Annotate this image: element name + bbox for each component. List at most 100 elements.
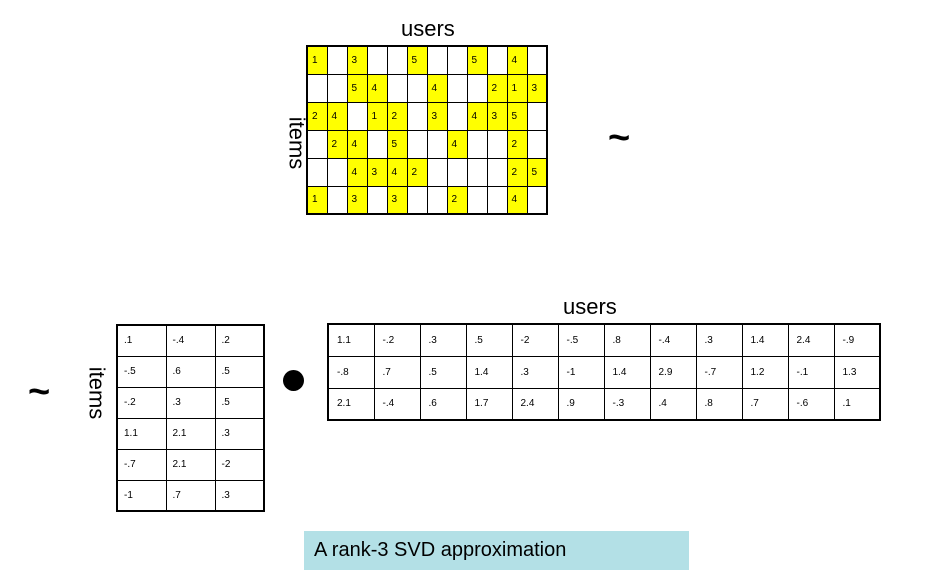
rating-cell: 2 — [306, 101, 328, 131]
items-factor-cell: .3 — [214, 417, 265, 450]
users-factor-cell: 1.1 — [327, 323, 375, 357]
rating-cell: 2 — [486, 73, 508, 103]
bottom-items-label: items — [84, 366, 110, 420]
rating-cell — [426, 45, 448, 75]
users-factor-cell: .7 — [373, 355, 421, 389]
rating-cell — [446, 101, 468, 131]
caption: A rank-3 SVD approximation — [304, 531, 689, 570]
rating-cell — [466, 185, 488, 215]
items-factor-cell: 1.1 — [116, 417, 167, 450]
approx-symbol-bottom: ~ — [28, 371, 51, 413]
users-factor-cell: 1.4 — [741, 323, 789, 357]
users-factor-cell: .8 — [695, 387, 743, 421]
rating-cell — [306, 157, 328, 187]
items-factor-cell: -.5 — [116, 355, 167, 388]
users-factor-cell: .1 — [833, 387, 881, 421]
rating-cell: 4 — [346, 157, 368, 187]
users-factor-cell: -.4 — [649, 323, 697, 357]
bottom-users-label: users — [563, 294, 617, 319]
items-factor-row: .1-.4.2 — [116, 324, 265, 357]
items-factor-cell: -.7 — [116, 448, 167, 481]
rating-cell — [326, 45, 348, 75]
rating-cell — [366, 129, 388, 159]
rating-cell — [446, 73, 468, 103]
users-factor-cell: .5 — [419, 355, 467, 389]
rating-cell — [326, 73, 348, 103]
users-factor-cell: -1 — [557, 355, 605, 389]
rating-cell: 5 — [466, 45, 488, 75]
rating-cell: 1 — [306, 185, 328, 215]
users-factor-cell: .6 — [419, 387, 467, 421]
approx-symbol-top: ~ — [608, 117, 631, 159]
rating-cell — [466, 129, 488, 159]
users-factor-cell: 1.4 — [603, 355, 651, 389]
rating-cell — [346, 101, 368, 131]
users-factor-cell: 1.2 — [741, 355, 789, 389]
rating-cell: 1 — [506, 73, 528, 103]
items-factor-cell: .5 — [214, 355, 265, 388]
users-factor-cell: -.8 — [327, 355, 375, 389]
items-factor-cell: .1 — [116, 324, 167, 357]
items-factor-cell: -.2 — [116, 386, 167, 419]
users-factor-cell: 2.4 — [787, 323, 835, 357]
users-factor-cell: .4 — [649, 387, 697, 421]
rating-cell — [526, 101, 548, 131]
rating-cell — [426, 185, 448, 215]
users-factor-cell: -.5 — [557, 323, 605, 357]
users-factor-cell: 2.1 — [327, 387, 375, 421]
users-factor-cell: .3 — [695, 323, 743, 357]
users-factor-cell: 1.4 — [465, 355, 513, 389]
users-factor-cell: -2 — [511, 323, 559, 357]
top-users-label: users — [401, 16, 455, 41]
users-factor-cell: .9 — [557, 387, 605, 421]
rating-cell: 2 — [446, 185, 468, 215]
rating-cell — [306, 129, 328, 159]
users-factor-cell: .3 — [511, 355, 559, 389]
rating-cell — [446, 157, 468, 187]
items-factor-cell: .3 — [165, 386, 216, 419]
rating-cell: 5 — [346, 73, 368, 103]
items-factor-cell: -1 — [116, 479, 167, 512]
rating-cell — [426, 157, 448, 187]
rating-cell — [466, 157, 488, 187]
rating-cell: 1 — [306, 45, 328, 75]
rating-cell: 4 — [386, 157, 408, 187]
rating-cell — [406, 73, 428, 103]
items-factor-cell: .2 — [214, 324, 265, 357]
users-factor-cell: -.7 — [695, 355, 743, 389]
rating-cell: 5 — [506, 101, 528, 131]
users-factor-cell: 1.3 — [833, 355, 881, 389]
rating-cell: 4 — [466, 101, 488, 131]
rating-cell: 2 — [386, 101, 408, 131]
rating-cell — [446, 45, 468, 75]
rating-cell: 4 — [426, 73, 448, 103]
users-factor-cell: -.2 — [373, 323, 421, 357]
rating-cell — [486, 129, 508, 159]
users-factor-cell: -.9 — [833, 323, 881, 357]
rating-cell: 3 — [366, 157, 388, 187]
rating-cell: 5 — [386, 129, 408, 159]
rating-cell — [366, 185, 388, 215]
users-factor-cell: .7 — [741, 387, 789, 421]
rating-cell: 2 — [326, 129, 348, 159]
rating-cell: 3 — [386, 185, 408, 215]
items-factor-cell: -.4 — [165, 324, 216, 357]
rating-cell: 2 — [406, 157, 428, 187]
rating-cell: 4 — [346, 129, 368, 159]
users-factor-cell: 2.9 — [649, 355, 697, 389]
rating-cell — [386, 73, 408, 103]
users-factor-cell: .5 — [465, 323, 513, 357]
rating-cell: 3 — [486, 101, 508, 131]
users-factor-cell: 1.7 — [465, 387, 513, 421]
items-factor-cell: 2.1 — [165, 448, 216, 481]
users-factor-cell: 2.4 — [511, 387, 559, 421]
rating-cell: 2 — [506, 129, 528, 159]
